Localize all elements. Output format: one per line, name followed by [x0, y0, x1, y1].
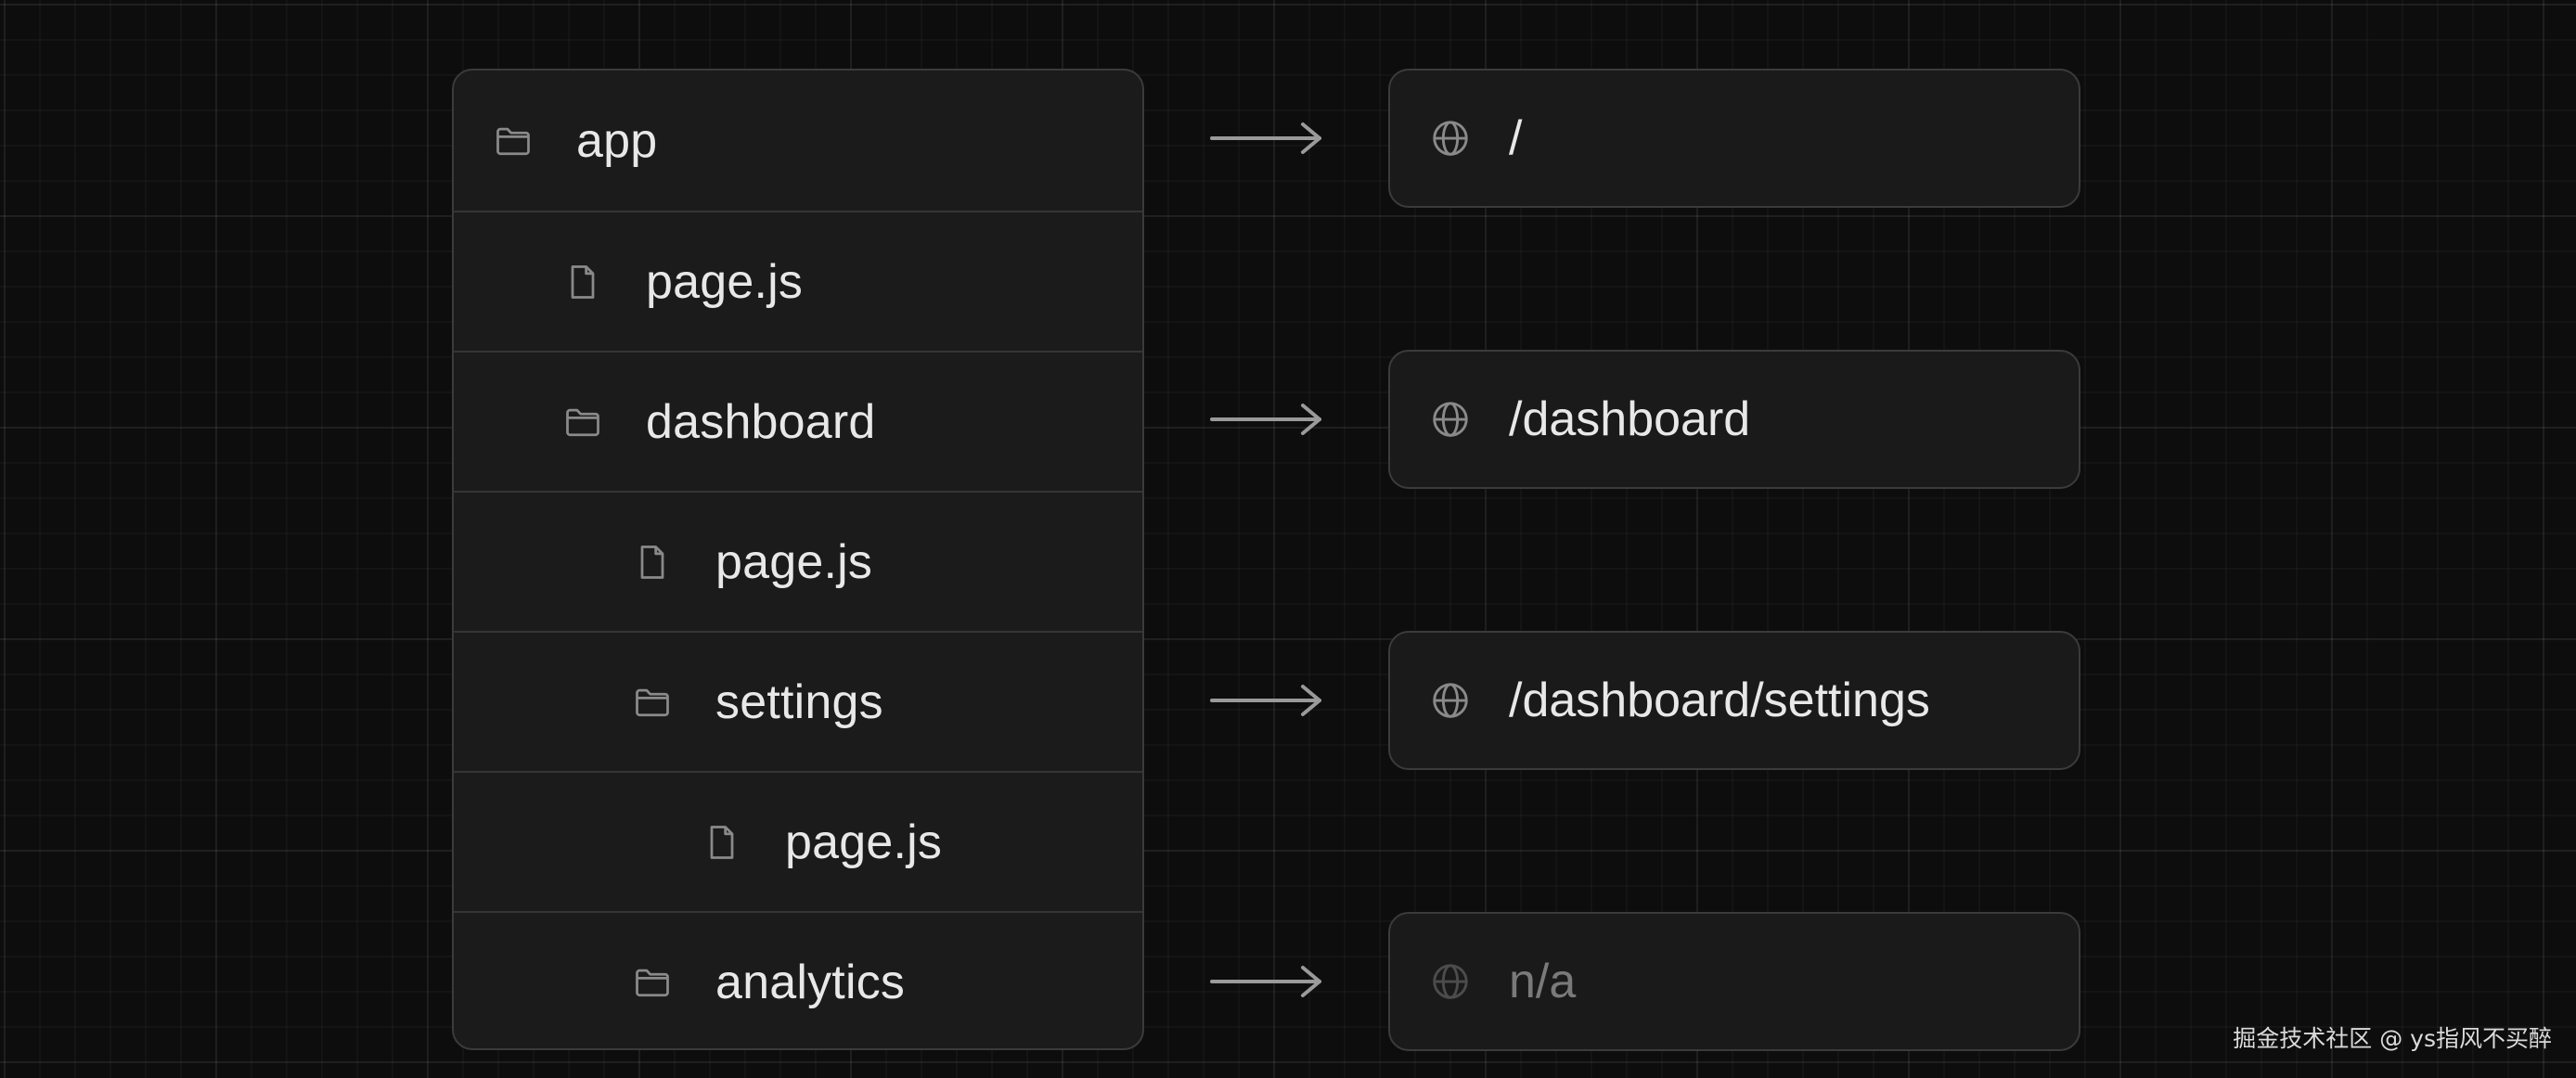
tree-row-label: app — [576, 113, 658, 168]
route-card-root: / — [1388, 69, 2080, 208]
file-icon — [562, 262, 603, 302]
route-path: n/a — [1509, 955, 1577, 1008]
arrow-right-icon — [1210, 401, 1323, 438]
route-path: /dashboard — [1509, 392, 1751, 446]
arrow-right-icon — [1210, 963, 1323, 1000]
file-icon — [632, 542, 673, 583]
globe-icon — [1429, 398, 1472, 441]
folder-icon — [632, 682, 673, 723]
folder-icon — [632, 962, 673, 1003]
tree-row-label: page.js — [715, 534, 873, 589]
globe-icon — [1429, 117, 1472, 160]
file-tree: app page.js dashboard page.js settings p… — [452, 69, 1144, 1050]
route-card-dashboard: /dashboard — [1388, 350, 2080, 489]
tree-row-label: dashboard — [646, 394, 876, 449]
route-path: / — [1509, 111, 1523, 165]
globe-icon — [1429, 960, 1472, 1003]
tree-row-label: page.js — [646, 254, 804, 309]
watermark: 掘金技术社区 @ ys指风不买醉 — [2233, 1025, 2552, 1052]
tree-row-label: page.js — [785, 815, 943, 869]
tree-row-label: analytics — [715, 955, 906, 1009]
tree-row-label: settings — [715, 674, 883, 729]
route-card-analytics: n/a — [1388, 912, 2080, 1051]
tree-row-analytics: analytics — [454, 911, 1142, 1048]
folder-icon — [562, 402, 603, 443]
route-card-settings: /dashboard/settings — [1388, 631, 2080, 770]
tree-row-page-js: page.js — [454, 211, 1142, 351]
folder-icon — [493, 121, 534, 161]
tree-row-app: app — [454, 71, 1142, 211]
tree-row-settings: settings — [454, 631, 1142, 771]
arrow-right-icon — [1210, 682, 1323, 719]
route-path: /dashboard/settings — [1509, 674, 1930, 727]
tree-row-page-js: page.js — [454, 491, 1142, 631]
arrow-right-icon — [1210, 120, 1323, 157]
file-icon — [702, 822, 742, 863]
tree-row-page-js: page.js — [454, 771, 1142, 911]
globe-icon — [1429, 679, 1472, 722]
tree-row-dashboard: dashboard — [454, 351, 1142, 491]
